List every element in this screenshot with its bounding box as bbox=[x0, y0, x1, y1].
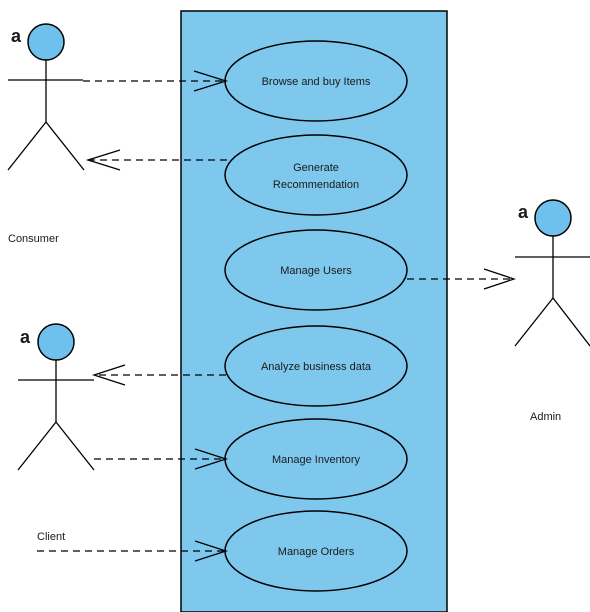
arrowhead-icon bbox=[91, 364, 126, 386]
usecase-label: Analyze business data bbox=[261, 361, 372, 373]
actor-head bbox=[534, 199, 572, 237]
usecase-label: Manage Users bbox=[280, 265, 352, 277]
actor-stereotype-icon: a bbox=[518, 202, 529, 222]
usecase-ellipse bbox=[224, 229, 408, 311]
arrowhead-icon bbox=[85, 149, 121, 171]
usecase-ellipse bbox=[224, 134, 408, 216]
actor-right-leg bbox=[45, 121, 85, 171]
actor-name: Admin bbox=[530, 411, 561, 423]
actor-name: Consumer bbox=[8, 233, 59, 245]
usecase-label-line2: Recommendation bbox=[273, 179, 359, 191]
actor-consumer[interactable]: a Consumer bbox=[7, 23, 85, 245]
usecase-manage-inventory[interactable]: Manage Inventory bbox=[224, 418, 408, 500]
actor-admin[interactable]: a Admin bbox=[514, 199, 590, 423]
actor-left-leg bbox=[514, 297, 554, 347]
relation-generate-to-consumer bbox=[85, 149, 227, 171]
usecase-label: Manage Orders bbox=[278, 546, 355, 558]
actor-left-leg bbox=[17, 421, 57, 471]
arrowhead-icon bbox=[193, 70, 229, 92]
actor-left-leg bbox=[7, 121, 47, 171]
usecase-label: Manage Inventory bbox=[272, 454, 361, 466]
relation-client-to-inventory bbox=[94, 448, 229, 470]
arrowhead-icon bbox=[483, 268, 517, 290]
usecase-analyze-business-data[interactable]: Analyze business data bbox=[224, 325, 408, 407]
usecase-label-line1: Generate bbox=[293, 162, 339, 174]
actor-right-leg bbox=[552, 297, 590, 347]
relation-consumer-to-browse bbox=[83, 70, 229, 92]
usecase-browse-and-buy-items[interactable]: Browse and buy Items bbox=[224, 40, 408, 122]
arrowhead-icon bbox=[194, 448, 229, 470]
arrowhead-icon bbox=[194, 540, 229, 562]
actor-right-leg bbox=[55, 421, 95, 471]
actor-name: Client bbox=[37, 531, 65, 543]
actor-stereotype-icon: a bbox=[11, 26, 22, 46]
relation-users-to-admin bbox=[407, 268, 517, 290]
actor-head bbox=[37, 323, 75, 361]
usecase-manage-users[interactable]: Manage Users bbox=[224, 229, 408, 311]
usecase-generate-recommendation[interactable]: Generate Recommendation bbox=[224, 134, 408, 216]
usecase-ellipse bbox=[224, 325, 408, 407]
usecase-manage-orders[interactable]: Manage Orders bbox=[224, 510, 408, 592]
actor-stereotype-icon: a bbox=[20, 327, 31, 347]
relation-analyze-to-client bbox=[91, 364, 226, 386]
actor-head bbox=[27, 23, 65, 61]
relation-client-to-orders bbox=[37, 540, 229, 562]
usecase-label: Browse and buy Items bbox=[262, 76, 371, 88]
actor-client[interactable]: a Client bbox=[17, 323, 95, 543]
